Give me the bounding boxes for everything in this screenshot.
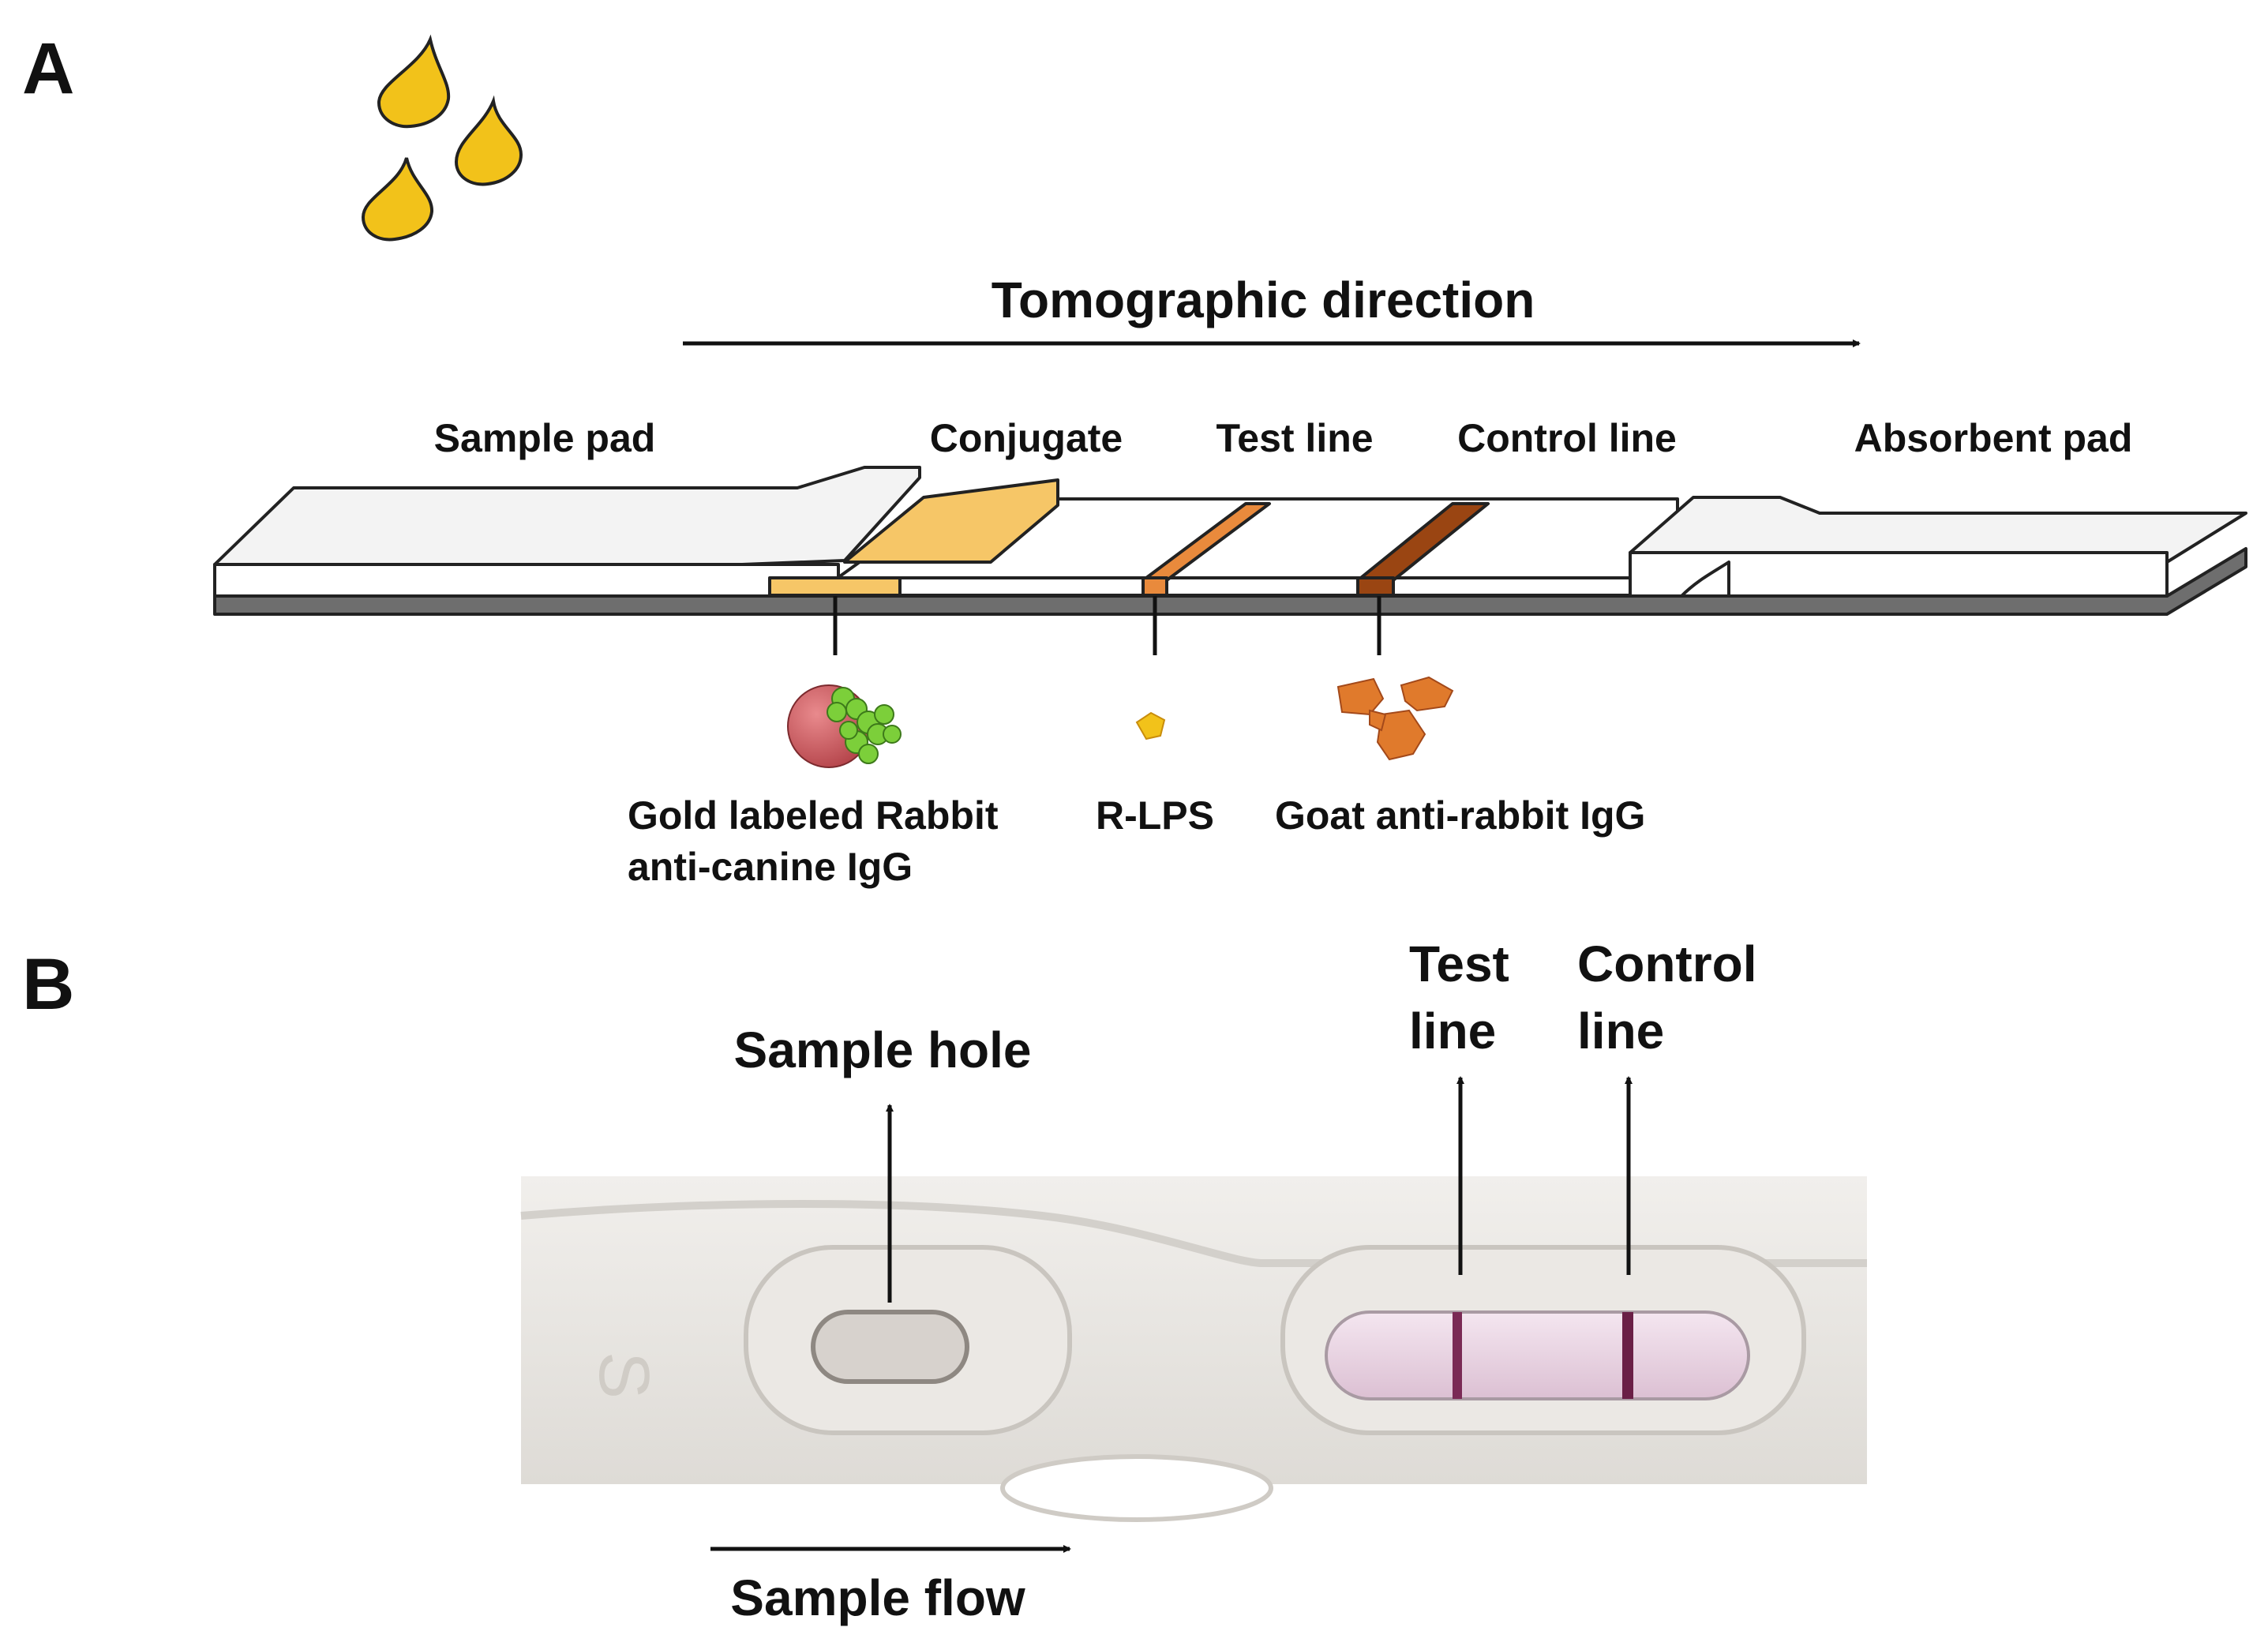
rlps-label: R-LPS xyxy=(1096,793,1214,838)
membrane-edge xyxy=(867,576,1679,597)
panel-a-label: A xyxy=(22,28,74,109)
cassette-s-mark: S xyxy=(584,1352,663,1399)
sample-pad-label: Sample pad xyxy=(434,416,656,460)
control-band-edge xyxy=(1356,576,1395,597)
cassette-ridge xyxy=(520,1200,1867,1267)
sample-hole-label: Sample hole xyxy=(734,1022,1032,1078)
test-line-label: Test line xyxy=(1216,416,1373,460)
gold-reagent-line1: Gold labeled Rabbit xyxy=(628,793,999,838)
rlps-icon xyxy=(1135,711,1166,741)
gold-reagent-line2: anti-canine IgG xyxy=(628,845,913,889)
conjugate-pad xyxy=(843,478,1059,564)
sample-pad-front xyxy=(213,563,840,598)
drop-1 xyxy=(377,34,451,129)
panel-b-label: B xyxy=(22,944,74,1025)
test-cassette: S xyxy=(520,1176,1867,1522)
result-window xyxy=(1325,1310,1750,1400)
sample-flow-label: Sample flow xyxy=(730,1569,1025,1626)
sample-hole xyxy=(811,1310,969,1384)
gold-conjugate-icon xyxy=(787,684,902,768)
test-strip xyxy=(213,466,2247,616)
test-line-label-1: Test xyxy=(1409,935,1509,992)
conjugate-pad-front xyxy=(768,576,902,597)
drop-3 xyxy=(361,157,434,242)
drop-2 xyxy=(454,95,523,186)
control-line-label: Control line xyxy=(1457,416,1677,460)
control-line-label-2: line xyxy=(1577,1003,1664,1059)
control-line-label-1: Control xyxy=(1577,935,1757,992)
control-line-band xyxy=(1622,1312,1633,1399)
test-line-band xyxy=(1453,1312,1462,1399)
goat-igg-label: Goat anti-rabbit IgG xyxy=(1275,793,1645,838)
test-line-label-2: line xyxy=(1409,1003,1496,1059)
leader-lines xyxy=(833,596,1381,655)
sample-pad xyxy=(213,466,921,566)
absorbent-pad-step xyxy=(1680,561,1730,598)
cassette-bottom-dip xyxy=(1000,1454,1273,1522)
goat-igg-icon xyxy=(1336,676,1454,761)
direction-label: Tomographic direction xyxy=(992,272,1535,328)
test-band-edge xyxy=(1141,576,1168,597)
conjugate-label: Conjugate xyxy=(930,416,1123,460)
absorbent-pad-label: Absorbent pad xyxy=(1854,416,2133,460)
sample-drops xyxy=(361,34,523,242)
